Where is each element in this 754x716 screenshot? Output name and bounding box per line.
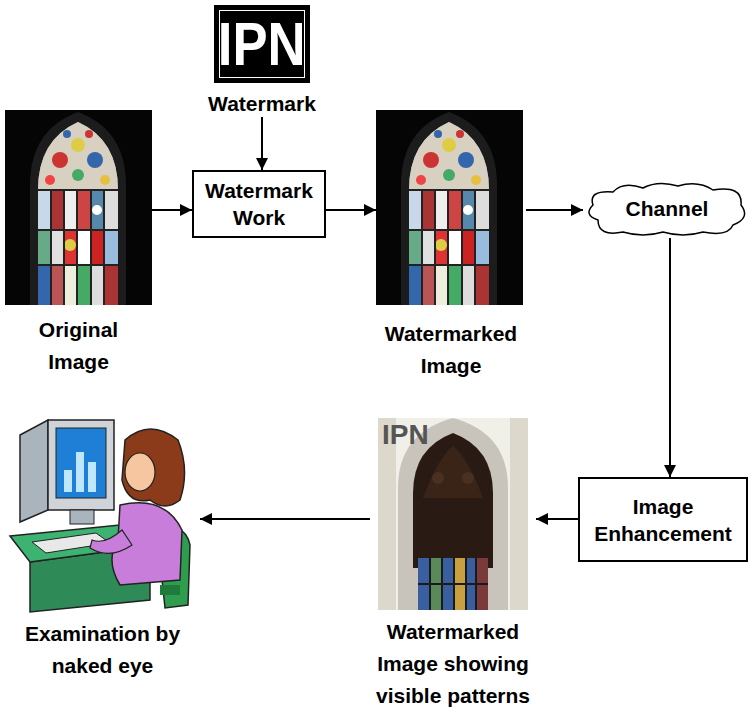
- original-picture: [5, 110, 152, 305]
- illustration-part: [423, 446, 483, 498]
- node-text: Watermark: [202, 91, 322, 117]
- illustration-part: [510, 418, 528, 610]
- node-text: Channel: [626, 197, 709, 221]
- picture-node: Watermarked Image: [376, 110, 526, 382]
- illustration-part: [76, 452, 84, 492]
- illustration-part: [126, 440, 160, 458]
- watermark-logo: IPN Watermark: [202, 5, 322, 117]
- node-text: Original Image: [19, 314, 139, 378]
- illustration-part: [64, 470, 72, 492]
- illustration-part: [418, 558, 488, 610]
- illustration-part: [378, 418, 528, 610]
- illustration-part: [88, 462, 96, 492]
- picture-node: Examination by naked eye: [5, 418, 200, 682]
- illustration-part: [418, 583, 488, 585]
- flow-arrow: [526, 209, 583, 211]
- illustration-part: [432, 472, 444, 484]
- illustration-part: [589, 183, 745, 235]
- node-text: Watermarked Image showing visible patter…: [370, 616, 536, 712]
- node-text: Watermarked Image: [376, 318, 526, 382]
- node-text: IPN: [218, 9, 306, 79]
- illustration-part: [125, 453, 155, 491]
- illustration-part: [462, 472, 474, 484]
- illustration-part: [70, 510, 94, 524]
- flow-arrow: [536, 518, 578, 520]
- illustration-part: [413, 433, 493, 568]
- flow-arrow: [669, 238, 671, 477]
- illustration-part: [122, 429, 185, 506]
- illustration-part: [20, 420, 48, 522]
- flow-arrow: [326, 209, 376, 211]
- flow-arrow: [261, 117, 263, 170]
- flow-arrow: [152, 209, 192, 211]
- process-box: Watermark Work: [192, 170, 326, 238]
- watermarked-picture: [376, 110, 523, 305]
- illustration-part: [160, 585, 180, 595]
- flow-arrow: [200, 518, 370, 520]
- node-text: Image Enhancement: [588, 493, 738, 547]
- illustration-part: [90, 530, 132, 553]
- illustration-part: [56, 428, 106, 498]
- channel-cloud: Channel: [583, 180, 751, 238]
- illustration-part: [418, 558, 488, 610]
- enhanced-picture: [378, 418, 528, 610]
- picture-node: Watermarked Image showing visible patter…: [370, 418, 536, 712]
- process-box: Image Enhancement: [578, 477, 748, 562]
- logo-box: IPN: [214, 5, 310, 83]
- picture-node: Original Image: [5, 110, 152, 378]
- person-at-computer: [10, 420, 190, 612]
- node-text: Watermark Work: [202, 177, 316, 231]
- image-watermark-text: IPN: [382, 420, 429, 450]
- node-text: Examination by naked eye: [5, 618, 200, 682]
- illustration-part: [48, 420, 114, 510]
